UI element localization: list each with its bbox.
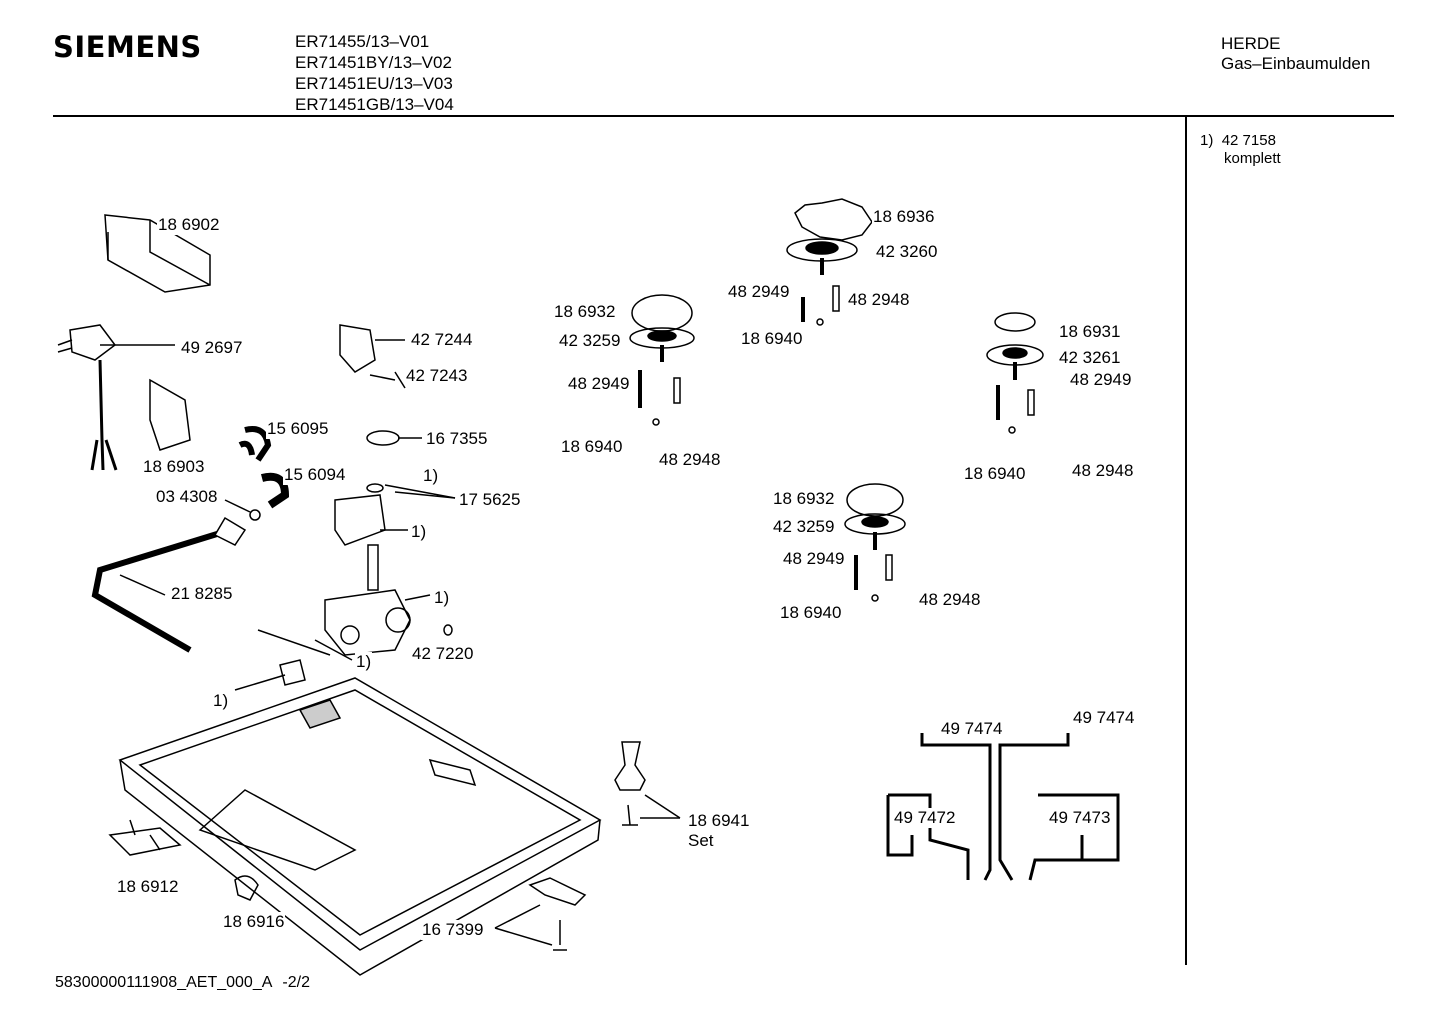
footnote-ref: 1) — [422, 466, 440, 486]
part-number-label: 48 2948 — [658, 450, 722, 470]
part-number-label: 42 7244 — [410, 330, 474, 350]
part-number-label: 18 6940 — [740, 329, 804, 349]
part-number-label: 15 6095 — [266, 419, 330, 439]
category: HERDE Gas–Einbaumulden — [1221, 34, 1370, 74]
part-number-label: 48 2949 — [567, 374, 631, 394]
part-number-label: 18 6931 — [1058, 322, 1122, 342]
model-number: ER71451BY/13–V02 — [295, 53, 452, 72]
screw-part — [622, 804, 638, 826]
burner-assembly — [844, 483, 906, 602]
clip-part — [234, 875, 259, 901]
part-number-label: 49 7473 — [1048, 808, 1112, 828]
page-number: -2/2 — [282, 974, 310, 991]
burner-assembly — [629, 294, 695, 426]
part-number-label: 18 6941 — [687, 811, 751, 831]
connector-block-part — [104, 214, 211, 293]
cap-part — [366, 430, 400, 446]
part-number-label: 18 6936 — [872, 207, 936, 227]
part-number-label: 18 6940 — [779, 603, 843, 623]
part-number-label: 16 7355 — [425, 429, 489, 449]
part-number-label: 48 2949 — [1069, 370, 1133, 390]
part-number-label: 18 6903 — [142, 457, 206, 477]
gas-valve-part — [324, 494, 411, 656]
part-number-label: 03 4308 — [155, 487, 219, 507]
part-number-label: 49 7472 — [893, 808, 957, 828]
burner-assembly — [986, 312, 1044, 434]
holder-clip-part — [528, 877, 587, 906]
part-number-label: 48 2948 — [918, 590, 982, 610]
part-number-label: 49 7474 — [940, 719, 1004, 739]
burner-assembly — [786, 198, 873, 326]
footnote-ref: 1) — [433, 588, 451, 608]
cable-holder-part — [149, 378, 191, 451]
screw-part — [553, 920, 567, 951]
part-number-label: 42 3259 — [558, 331, 622, 351]
model-number: ER71451EU/13–V03 — [295, 74, 453, 93]
elbow-part — [260, 472, 290, 509]
part-number-label: 42 3259 — [772, 517, 836, 537]
bracket-part — [108, 819, 182, 856]
part-number-label: 48 2948 — [1071, 461, 1135, 481]
part-number-label: 49 7474 — [1072, 708, 1136, 728]
header-divider — [53, 115, 1394, 117]
footnote: 1) 42 7158 komplett — [1200, 132, 1281, 168]
power-plug-part — [57, 324, 175, 471]
part-number-label: 21 8285 — [170, 584, 234, 604]
part-number-label: 18 6940 — [560, 437, 624, 457]
part-number-label: 18 6932 — [772, 489, 836, 509]
part-number-label: 18 6940 — [963, 464, 1027, 484]
part-number-label: 48 2949 — [727, 282, 791, 302]
o-ring-part — [443, 624, 453, 636]
footnote-text: komplett — [1224, 150, 1281, 167]
base-tray-part — [118, 677, 602, 976]
screw-part — [369, 371, 406, 389]
model-number: ER71451GB/13–V04 — [295, 95, 454, 114]
part-number-label: 15 6094 — [283, 465, 347, 485]
sidebar-divider — [1185, 117, 1187, 965]
seal-ring-part — [249, 509, 261, 521]
part-number-label: 18 6916 — [222, 912, 286, 932]
part-number-label: 49 2697 — [180, 338, 244, 358]
footer: 58300000111908_AET_000_A -2/2 — [55, 974, 310, 992]
category-subtitle: Gas–Einbaumulden — [1221, 54, 1371, 73]
model-list: ER71455/13–V01 ER71451BY/13–V02 ER71451E… — [295, 31, 454, 115]
clip-part — [339, 324, 405, 373]
thermocouple-tubes — [886, 733, 1120, 881]
gas-pipe-part — [91, 527, 231, 653]
footnote-ref: 1) — [355, 652, 373, 672]
model-number: ER71455/13–V01 — [295, 32, 430, 51]
part-number-label: 18 6902 — [157, 215, 221, 235]
part-number-label: 18 6932 — [553, 302, 617, 322]
knob-part — [614, 741, 646, 791]
elbow-part — [238, 426, 272, 462]
footnote-marker: 1) — [1200, 132, 1214, 149]
part-number-label: 48 2949 — [782, 549, 846, 569]
part-number-label: 42 7243 — [405, 366, 469, 386]
part-number-label: 48 2948 — [847, 290, 911, 310]
part-number-label: 17 5625 — [458, 490, 522, 510]
footnote-ref: 1) — [212, 691, 230, 711]
document-id: 58300000111908_AET_000_A — [55, 974, 273, 991]
part-number-label: 16 7399 — [421, 920, 485, 940]
part-number-label: 42 7220 — [411, 644, 475, 664]
footnote-part: 42 7158 — [1221, 132, 1276, 149]
part-set-label: Set — [687, 831, 715, 851]
category-title: HERDE — [1221, 34, 1281, 53]
part-number-label: 42 3260 — [875, 242, 939, 262]
footnote-ref: 1) — [410, 522, 428, 542]
part-number-label: 18 6912 — [116, 877, 180, 897]
part-number-label: 42 3261 — [1058, 348, 1122, 368]
siemens-logo: SIEMENS — [53, 30, 202, 64]
